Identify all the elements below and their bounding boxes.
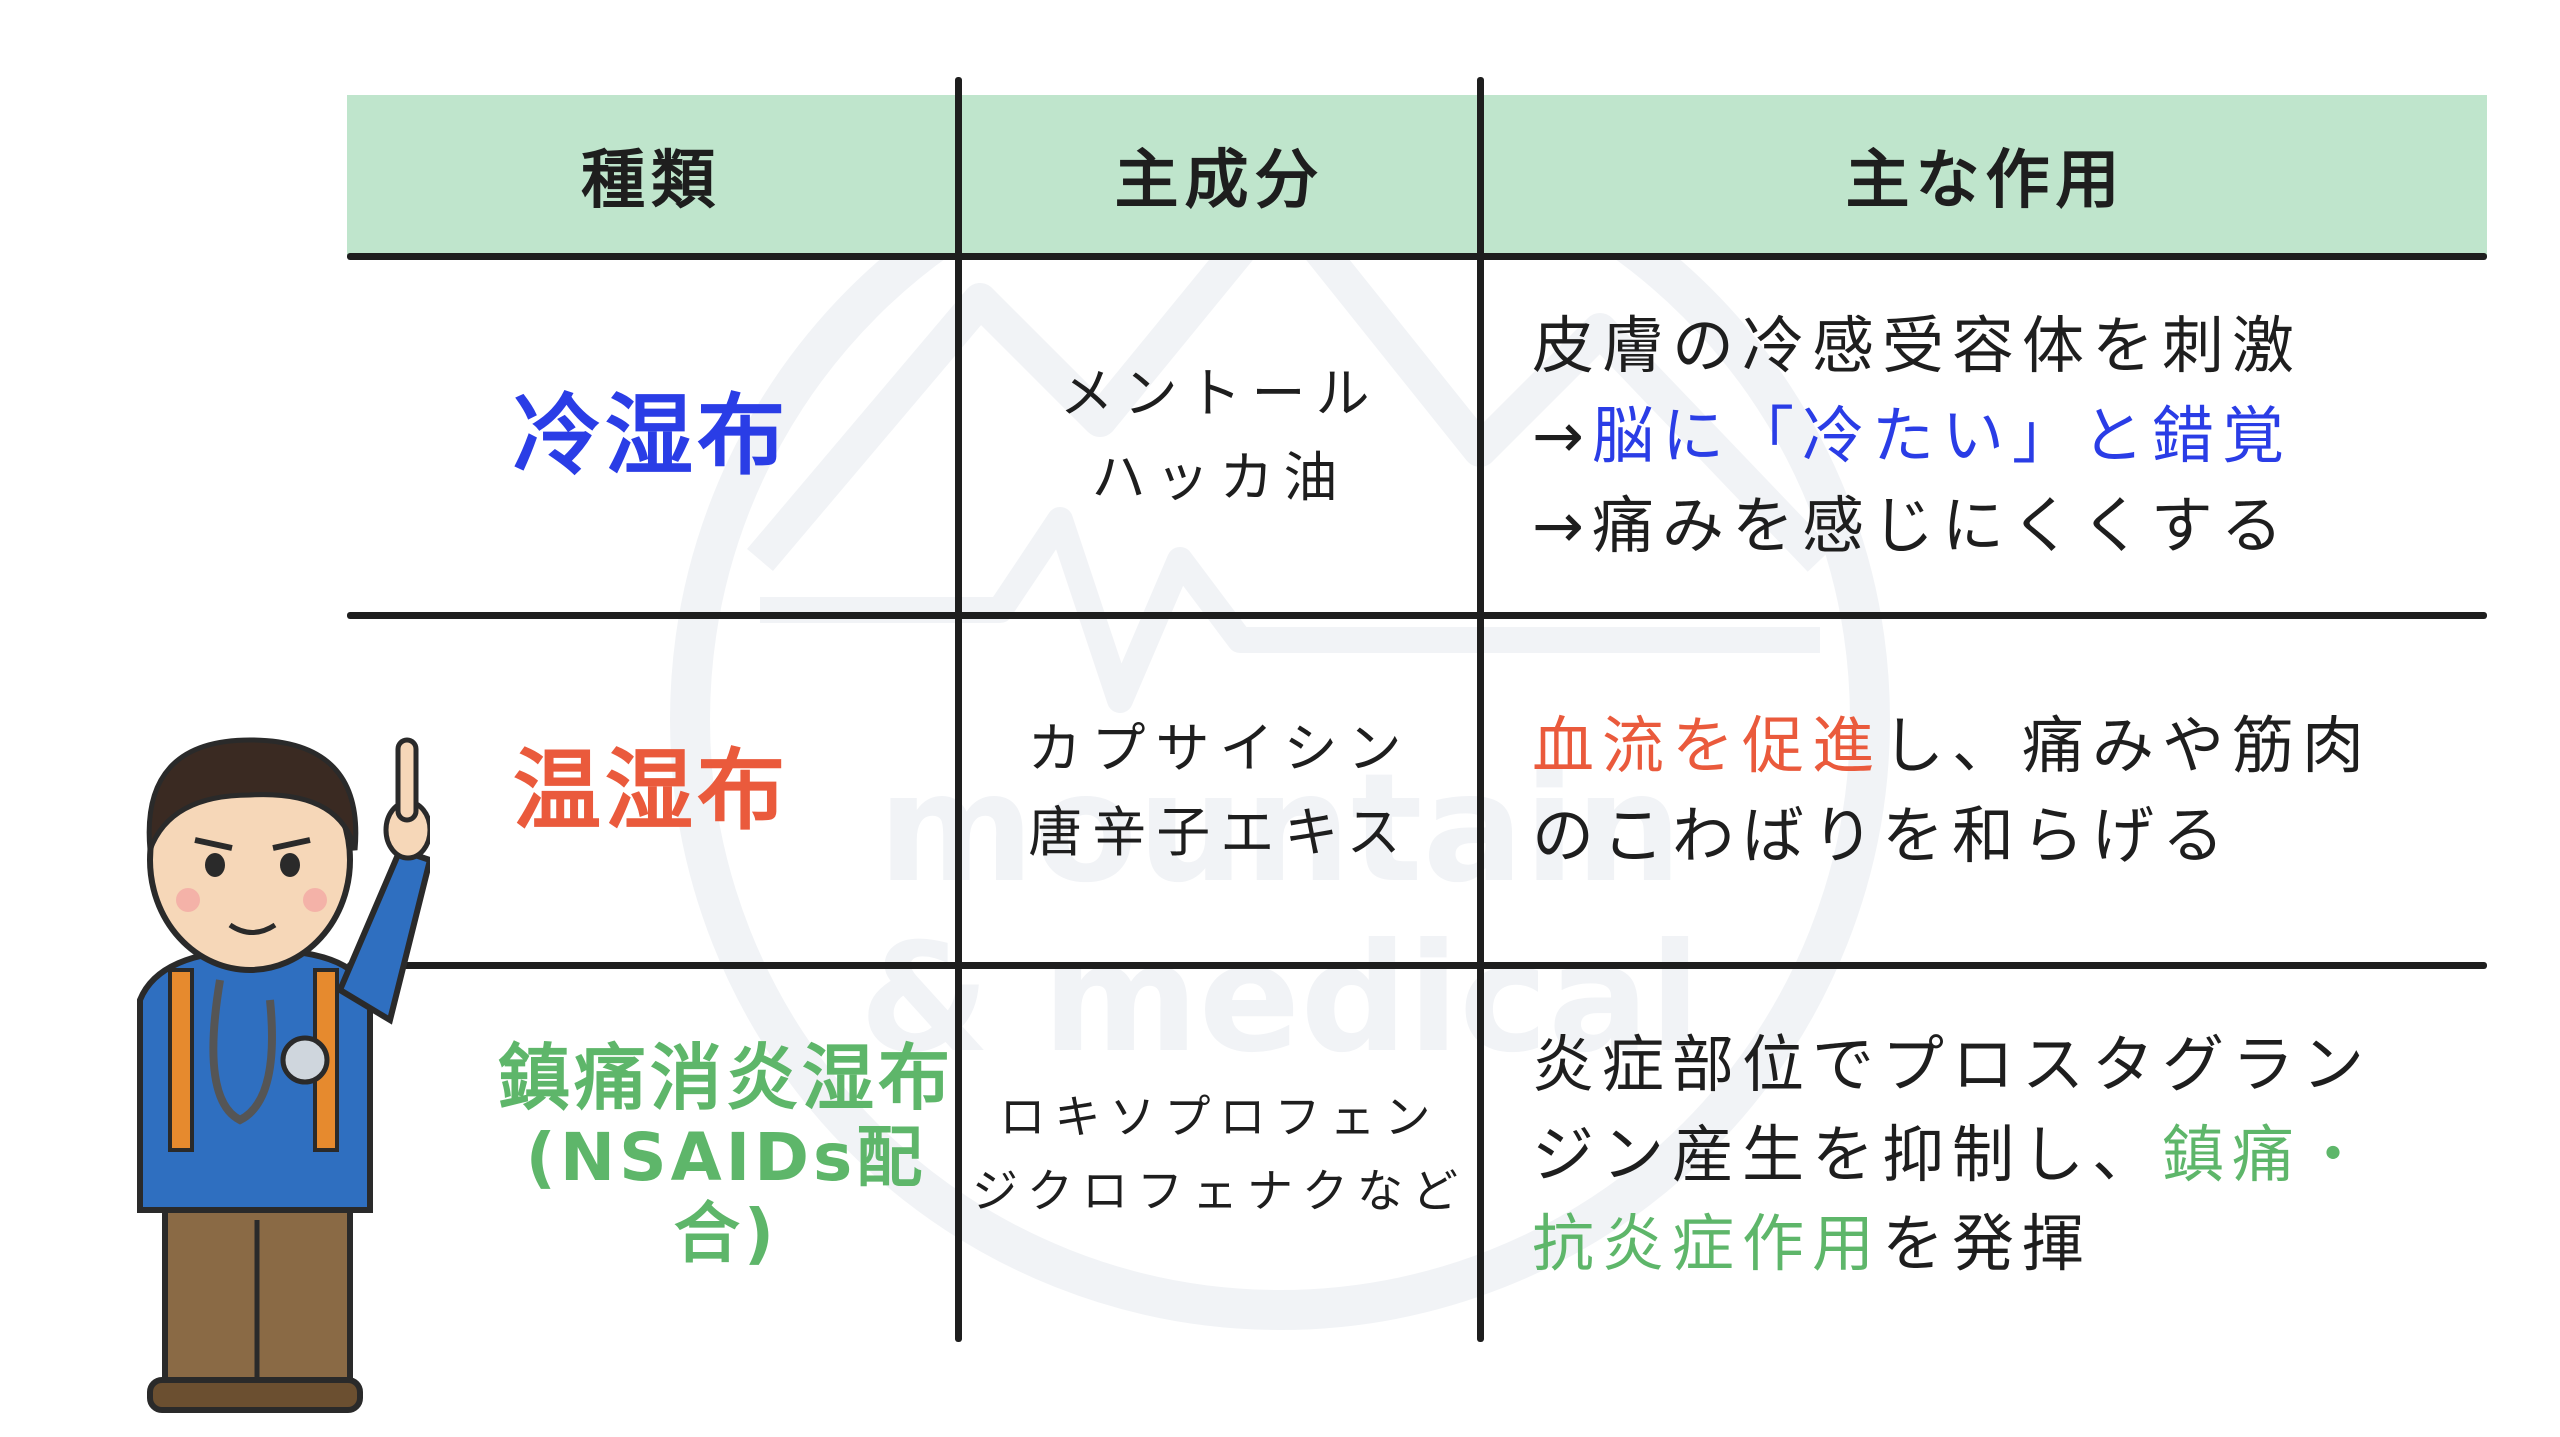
type-label: 温湿布 [512, 738, 789, 842]
ingredient-line: ジクロフェナクなど [972, 1163, 1467, 1218]
watermark-pulse-icon [760, 507, 1820, 713]
effect-cold: 皮膚の冷感受容体を刺激 →脳に「冷たい」と錯覚 →痛みを感じにくくする [1484, 260, 2487, 612]
effect-text: し、痛みや筋肉 [1882, 708, 2373, 782]
effect-text: 皮膚の冷感受容体を刺激 [1532, 309, 2303, 383]
ingredients-warm: カプサイシン 唐辛子エキス [962, 619, 1477, 962]
type-cold-compress: 冷湿布 [347, 260, 955, 612]
effect-line: 血流を促進し、痛みや筋肉 [1532, 701, 2372, 791]
header-ingredient: 主成分 [1114, 144, 1325, 218]
type-nsaid-compress: 鎮痛消炎湿布 (NSAIDs配合) [347, 969, 955, 1340]
effect-line: →脳に「冷たい」と錯覚 [1532, 391, 2292, 481]
effect-text: 炎症部位でプロスタグラン [1532, 1027, 2373, 1101]
divider-header [347, 253, 2487, 260]
effect-highlight-green: 抗炎症作用 [1532, 1207, 1883, 1281]
effect-highlight-green: 鎮痛・ [2162, 1117, 2373, 1191]
divider-col-2 [1477, 77, 1484, 1342]
mascot-pointing-finger [395, 737, 419, 823]
header-row-bg [347, 95, 2487, 255]
divider-col-1 [955, 77, 962, 1342]
watermark-text-2: & medical [859, 912, 1700, 1086]
effect-nsaid: 炎症部位でプロスタグラン ジン産生を抑制し、鎮痛・ 抗炎症作用を発揮 [1484, 969, 2487, 1340]
effect-text: を発揮 [1882, 1207, 2093, 1281]
mascot-shoes [147, 1377, 363, 1413]
effect-line: ジン産生を抑制し、鎮痛・ [1532, 1110, 2372, 1200]
ingredient-line: ロキソプロフェン [999, 1089, 1440, 1144]
doctor-mascot-illustration [137, 737, 430, 1413]
mascot-hair [146, 737, 359, 851]
mascot-raised-arm [336, 846, 430, 1025]
effect-highlight-red: 血流を促進 [1532, 708, 1883, 782]
effect-line: 皮膚の冷感受容体を刺激 [1532, 301, 2302, 391]
type-label: 鎮痛消炎湿布 [497, 1036, 954, 1121]
divider-row-2 [347, 962, 2487, 969]
ingredient-line: メントール [1059, 362, 1380, 426]
type-sublabel: (NSAIDs配合) [525, 1119, 927, 1272]
header-effect: 主な作用 [1845, 144, 2126, 218]
comparison-table: 種類 主成分 主な作用 冷湿布 メントール ハッカ油 皮膚の冷感受容体を刺激 →… [347, 77, 2487, 1342]
effect-line: →痛みを感じにくくする [1532, 481, 2291, 571]
effect-text: → [1532, 399, 1592, 473]
effect-text: のこわばりを和らげる [1532, 798, 2233, 872]
watermark-text-1: mountain [878, 742, 1682, 916]
type-warm-compress: 温湿布 [347, 619, 955, 962]
stethoscope-icon [209, 979, 276, 1125]
ingredient-line: 唐辛子エキス [1028, 800, 1411, 864]
effect-text: ジン産生を抑制し、 [1532, 1117, 2163, 1191]
effect-text: →痛みを感じにくくする [1532, 488, 2291, 562]
header-type: 種類 [581, 144, 721, 218]
divider-row-1 [347, 612, 2487, 619]
ingredients-cold: メントール ハッカ油 [962, 260, 1477, 612]
ingredient-line: ハッカ油 [1091, 446, 1348, 509]
effect-line: 抗炎症作用を発揮 [1532, 1199, 2092, 1289]
ingredients-nsaid: ロキソプロフェン ジクロフェナクなど [962, 969, 1477, 1340]
effect-line: のこわばりを和らげる [1532, 791, 2232, 881]
type-label: 冷湿布 [512, 384, 789, 488]
effect-highlight-blue: 脳に「冷たい」と錯覚 [1591, 399, 2292, 473]
ingredient-line: カプサイシン [1027, 716, 1412, 780]
effect-warm: 血流を促進し、痛みや筋肉 のこわばりを和らげる [1484, 619, 2487, 962]
effect-line: 炎症部位でプロスタグラン [1532, 1020, 2372, 1110]
